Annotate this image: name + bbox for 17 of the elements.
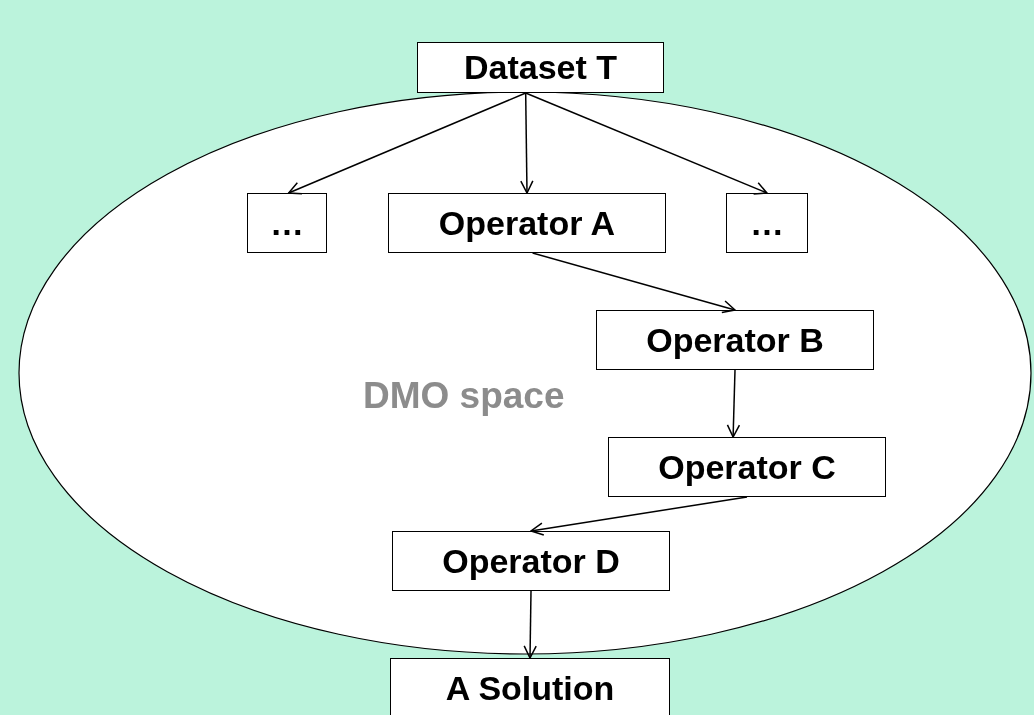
arrow bbox=[530, 496, 748, 536]
process-box: Dataset T bbox=[417, 42, 664, 93]
process-box: Operator A bbox=[388, 193, 666, 253]
arrow bbox=[520, 92, 534, 194]
process-box: … bbox=[726, 193, 808, 253]
ellipse-region bbox=[18, 91, 1032, 655]
process-box: Operator B bbox=[596, 310, 874, 370]
region-label: DMO space bbox=[363, 375, 565, 417]
arrow bbox=[524, 92, 768, 195]
process-box: … bbox=[247, 193, 327, 253]
arrow bbox=[287, 92, 527, 195]
process-box: A Solution bbox=[390, 658, 670, 715]
process-box: Operator D bbox=[392, 531, 670, 591]
arrow bbox=[531, 252, 736, 314]
arrow bbox=[523, 590, 537, 659]
process-box: Operator C bbox=[608, 437, 886, 497]
arrow bbox=[726, 369, 741, 438]
